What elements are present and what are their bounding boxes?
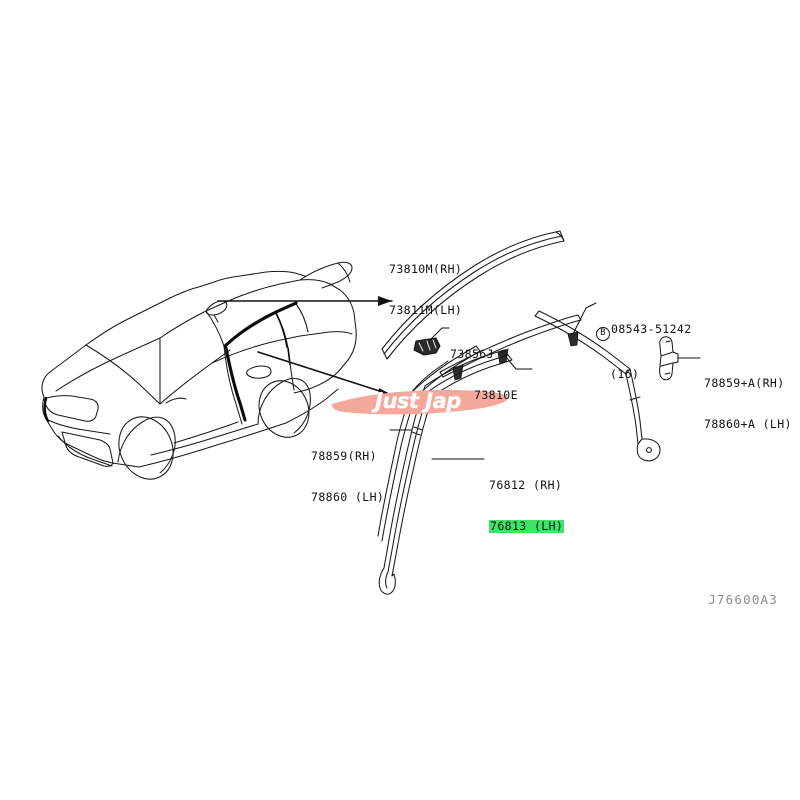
callout-76812-line1: 76812 (RH) [489,478,563,492]
callout-76813-line2-wrap: 76813 (LH) [489,518,565,533]
callout-73856j: 73856J [450,321,494,389]
part-73810m-roof-molding [381,230,565,360]
leader-73856j [429,327,450,341]
callout-78859-line1: 78859(RH) [311,449,377,463]
clip-marker-78859 [567,331,579,347]
callout-78859a: 78859+A(RH) 78860+A (LH) [704,350,792,458]
arrowhead-weatherstrip [378,388,394,398]
car-illustration [41,261,357,480]
car-a-pillar-accent [43,396,50,423]
callout-73856j-line1: 73856J [450,347,494,361]
leader-arrow-weatherstrip [257,351,393,396]
car-highlighted-weatherstrip [223,301,298,422]
callout-78859: 78859(RH) 78860 (LH) [311,423,384,531]
callout-78859a-line1: 78859+A(RH) [704,376,785,390]
callout-73810m-line1: 73810M(RH) [389,262,463,276]
callout-73810e: 73810E [474,362,518,430]
callout-76813-highlighted: 76813 (LH) [489,518,565,533]
callout-73810e-line1: 73810E [474,388,518,402]
leader-screw-08543 [572,302,597,335]
callout-screw-line1: 08543-51242 [611,322,692,336]
part-78859a-seal [659,336,679,381]
callout-73810m-line2: 73811M(LH) [389,302,463,317]
bolt-badge-b: B [596,327,610,341]
callout-76812: 76812 (RH) 76813 (LH) [489,452,565,560]
callout-73810m: 73810M(RH) 73811M(LH) [389,236,462,344]
callout-78859-line2: 78860 (LH) [311,489,385,504]
callout-screw-line2: (16) [610,367,640,381]
callout-78859a-line2: 78860+A (LH) [704,416,792,431]
diagram-id-label: J76600A3 [708,592,778,607]
part-73856j-clip [413,337,441,356]
arrowhead-roof-molding [378,296,392,306]
